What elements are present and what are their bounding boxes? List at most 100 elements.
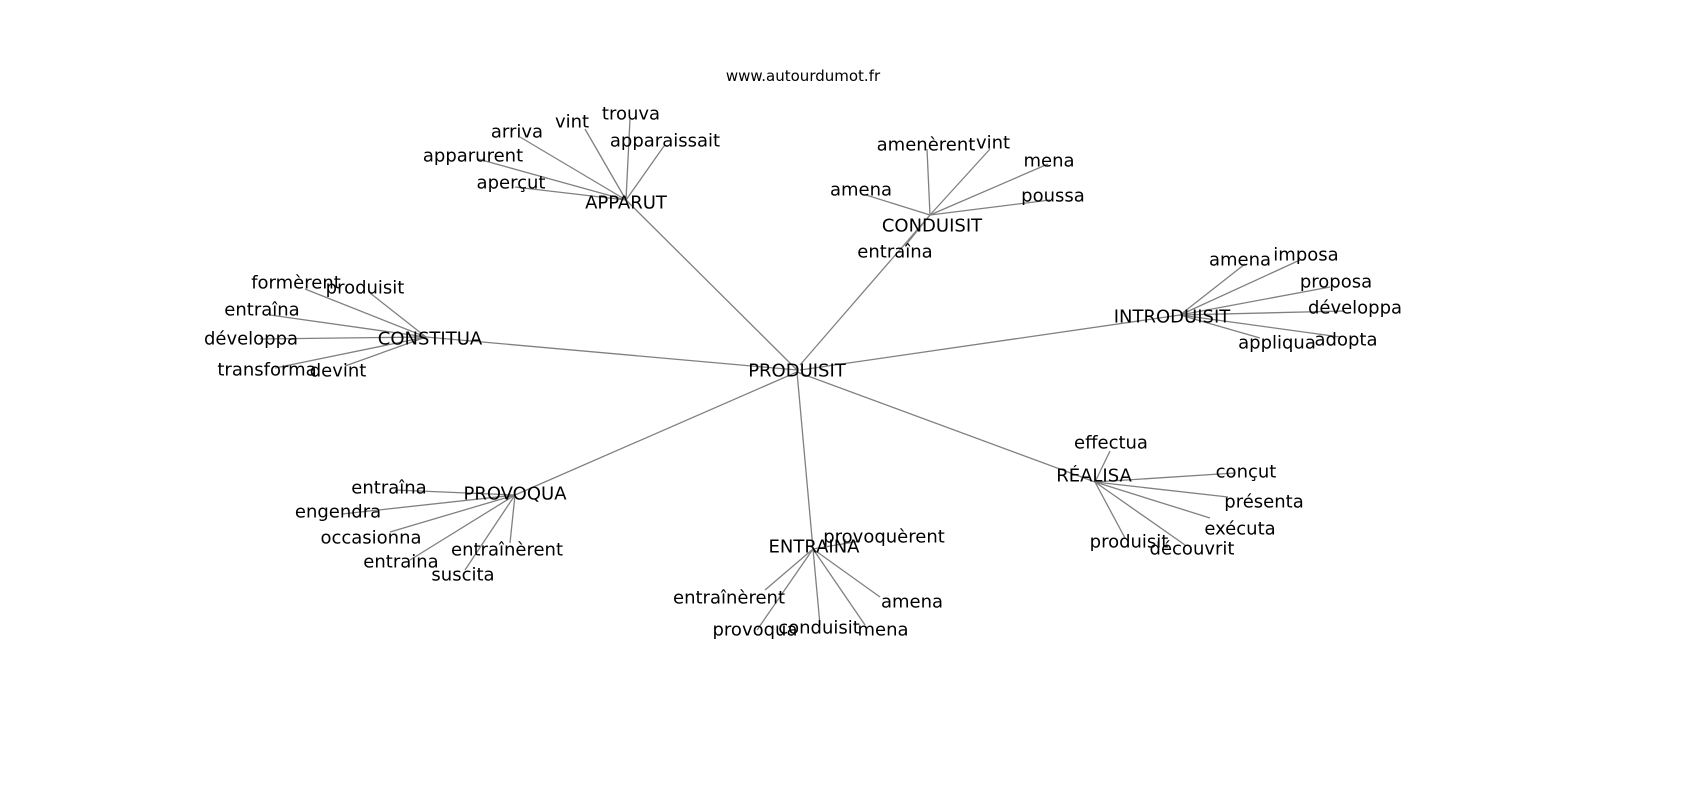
leaf-node-label: mena xyxy=(1023,151,1074,172)
leaf-node-label: apparaissait xyxy=(610,131,720,152)
leaf-node-label: occasionna xyxy=(320,528,421,549)
edge-leaf xyxy=(929,148,991,216)
edge-leaf xyxy=(394,489,516,496)
edge-leaf xyxy=(1179,314,1341,338)
edge-leaf xyxy=(584,128,627,201)
leaf-node-label: produisit xyxy=(326,278,405,299)
leaf-node-label: imposa xyxy=(1273,245,1338,266)
edge-leaf xyxy=(1179,310,1346,316)
edge-leaf xyxy=(764,548,814,591)
edge-leaf xyxy=(1179,263,1246,316)
leaf-node-label: provoquèrent xyxy=(823,527,945,548)
edge-leaf xyxy=(304,288,427,338)
hub-node-label: APPARUT xyxy=(585,193,668,214)
edge-leaf xyxy=(369,292,427,338)
leaf-node-label: vint xyxy=(976,133,1010,154)
leaf-node-label: adopta xyxy=(1315,330,1378,351)
edge-leaf xyxy=(259,336,427,340)
edge-leaf xyxy=(477,158,627,201)
hub-node-label: CONSTITUA xyxy=(378,329,483,350)
edge-leaf xyxy=(1179,286,1331,316)
leaf-node-label: entraînèrent xyxy=(451,540,563,561)
center-node-label: PRODUISIT xyxy=(748,361,847,382)
leaf-node-label: appliqua xyxy=(1238,333,1316,354)
leaf-node-label: trouva xyxy=(602,104,660,125)
leaf-node-label: suscita xyxy=(431,565,494,586)
edge-leaf xyxy=(1094,450,1111,483)
edge-center-to-0 xyxy=(625,199,798,371)
edge-leaf xyxy=(1094,481,1126,539)
leaf-node-label: devint xyxy=(310,361,367,382)
leaf-node-label: entraîna xyxy=(857,242,932,263)
leaf-node-label: développa xyxy=(1308,298,1402,319)
leaf-node-label: engendra xyxy=(295,502,381,523)
edge-leaf xyxy=(812,540,861,550)
leaf-node-label: poussa xyxy=(1021,186,1085,207)
leaf-node-label: produisit xyxy=(1090,532,1169,553)
edge-leaf xyxy=(1179,259,1301,316)
leaf-node-label: proposa xyxy=(1300,272,1372,293)
hub-node-label: CONDUISIT xyxy=(882,216,983,237)
leaf-node-label: entraînèrent xyxy=(673,588,785,609)
leaf-node-label: entraîna xyxy=(351,478,426,499)
node-labels: PRODUISIT APPARUT arriva vint trouva apparai… xyxy=(204,104,1402,641)
edge-leaf xyxy=(509,494,516,544)
leaf-node-label: transforma xyxy=(217,360,316,381)
hub-node-label: ENTRAINA xyxy=(768,537,860,558)
edge-leaf xyxy=(929,199,1051,216)
edge-leaf xyxy=(409,494,516,561)
edge-leaf xyxy=(812,548,881,598)
edge-leaf xyxy=(929,163,1049,216)
edges xyxy=(259,118,1346,631)
leaf-node-label: amenèrent xyxy=(877,135,976,156)
leaf-node-label: amena xyxy=(1209,250,1271,271)
hub-node-label: RÉALISA xyxy=(1056,465,1132,487)
leaf-node-label: mena xyxy=(857,620,908,641)
leaf-node-label: découvrit xyxy=(1150,539,1235,560)
leaf-node-label: entraina xyxy=(363,552,438,573)
leaf-node-label: présenta xyxy=(1224,492,1303,513)
leaf-node-label: développa xyxy=(204,329,298,350)
leaf-node-label: apparurent xyxy=(423,146,523,167)
edge-leaf xyxy=(865,194,931,216)
edge-leaf xyxy=(625,118,631,201)
leaf-node-label: conduisit xyxy=(778,618,860,639)
edge-leaf xyxy=(812,548,866,626)
edge-leaf xyxy=(341,494,516,515)
edge-center-to-4 xyxy=(514,371,798,496)
leaf-node-label: arriva xyxy=(491,122,543,143)
edge-leaf xyxy=(344,336,427,367)
edge-leaf xyxy=(812,548,821,626)
edge-leaf xyxy=(926,148,931,216)
edge-center-to-6 xyxy=(796,371,1096,483)
edge-leaf xyxy=(519,136,627,201)
leaf-node-label: formèrent xyxy=(251,273,341,294)
site-title: www.autourdumot.fr xyxy=(726,67,881,85)
leaf-node-label: aperçut xyxy=(477,173,546,194)
edge-leaf xyxy=(904,214,931,247)
edge-leaf xyxy=(1094,481,1229,498)
leaf-node-label: exécuta xyxy=(1204,519,1275,540)
leaf-node-label: amena xyxy=(881,592,943,613)
edge-center-to-3 xyxy=(425,336,798,371)
edge-leaf xyxy=(389,494,516,533)
leaf-node-label: entraîna xyxy=(224,300,299,321)
edge-center-to-2 xyxy=(799,314,1181,371)
edge-leaf xyxy=(514,186,627,201)
edge-leaf xyxy=(464,494,516,571)
edge-leaf xyxy=(625,145,665,201)
edge-center-to-1 xyxy=(799,214,931,366)
edge-leaf xyxy=(1179,314,1261,339)
edge-leaf xyxy=(269,314,427,338)
edge-leaf xyxy=(1094,481,1186,546)
hub-node-label: INTRODUISIT xyxy=(1114,307,1232,328)
edge-leaf xyxy=(1094,472,1236,483)
leaf-node-label: effectua xyxy=(1074,433,1148,454)
leaf-node-label: conçut xyxy=(1216,462,1277,483)
edge-center-to-5 xyxy=(796,371,814,550)
edge-leaf xyxy=(274,336,427,369)
leaf-node-label: provoqua xyxy=(713,620,798,641)
leaf-node-label: vint xyxy=(555,112,589,133)
leaf-node-label: amena xyxy=(830,180,892,201)
